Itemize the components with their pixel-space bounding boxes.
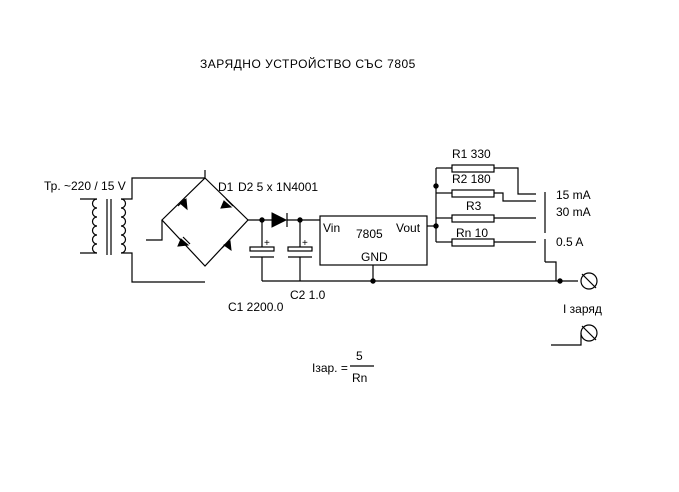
current-15ma-label: 15 mA <box>556 188 591 202</box>
bridge-diode-right-top <box>220 198 234 209</box>
transformer: Тр. ~220 / 15 V <box>44 177 205 283</box>
transformer-label: Тр. ~220 / 15 V <box>44 179 126 193</box>
current-05a-label: 0.5 A <box>556 235 583 249</box>
output-terminals: I заряд <box>551 272 602 346</box>
range-switch[interactable]: 15 mA 30 mA 0.5 A <box>544 188 591 281</box>
resistor-r1: R1 330 <box>436 147 536 195</box>
current-30ma-label: 30 mA <box>556 205 591 219</box>
terminal-negative <box>551 324 598 346</box>
regulator-vout-pin: Vout <box>396 221 421 235</box>
regulator-name: 7805 <box>356 227 383 241</box>
regulator-gnd-pin: GND <box>361 250 388 264</box>
regulator-vin-pin: Vin <box>323 221 340 235</box>
resistor-rn: Rn 10 <box>436 226 536 247</box>
c1-plus: + <box>264 238 270 249</box>
c1-label: C1 2200.0 <box>228 300 284 314</box>
capacitor-c2: + C2 1.0 <box>287 217 326 302</box>
bridge-diode-left-bottom <box>177 236 191 247</box>
regulator-7805: Vin Vout 7805 GND <box>319 215 428 284</box>
bridge-label: D1 <box>218 180 234 194</box>
rn-label: Rn 10 <box>456 226 488 240</box>
resistor-r3: R3 <box>436 199 536 223</box>
charge-current-formula: Iзар. = 5 Rn <box>312 349 374 385</box>
terminal-positive <box>580 272 598 290</box>
bridge-rectifier: D1 <box>146 170 249 267</box>
formula-numerator: 5 <box>356 349 363 363</box>
capacitor-c1: + C1 2200.0 <box>228 217 284 314</box>
bridge-diode-left-top <box>177 198 188 211</box>
diagram-title: ЗАРЯДНО УСТРОЙСТВО СЪС 7805 <box>200 56 416 71</box>
diode-d2: D2 5 x 1N4001 <box>238 180 320 228</box>
output-current-label: I заряд <box>563 302 602 316</box>
d2-label: D2 5 x 1N4001 <box>238 180 318 194</box>
bridge-diode-right-bottom <box>221 240 232 252</box>
resistor-r2: R2 180 <box>436 172 536 202</box>
r1-label: R1 330 <box>452 147 491 161</box>
r3-label: R3 <box>466 199 482 213</box>
c2-plus: + <box>302 238 308 249</box>
formula-lhs: Iзар. = <box>312 361 348 375</box>
r2-label: R2 180 <box>452 172 491 186</box>
formula-denominator: Rn <box>352 371 367 385</box>
c2-label: C2 1.0 <box>290 288 326 302</box>
resistor-network: R1 330 R2 180 R3 Rn 10 <box>427 147 536 247</box>
